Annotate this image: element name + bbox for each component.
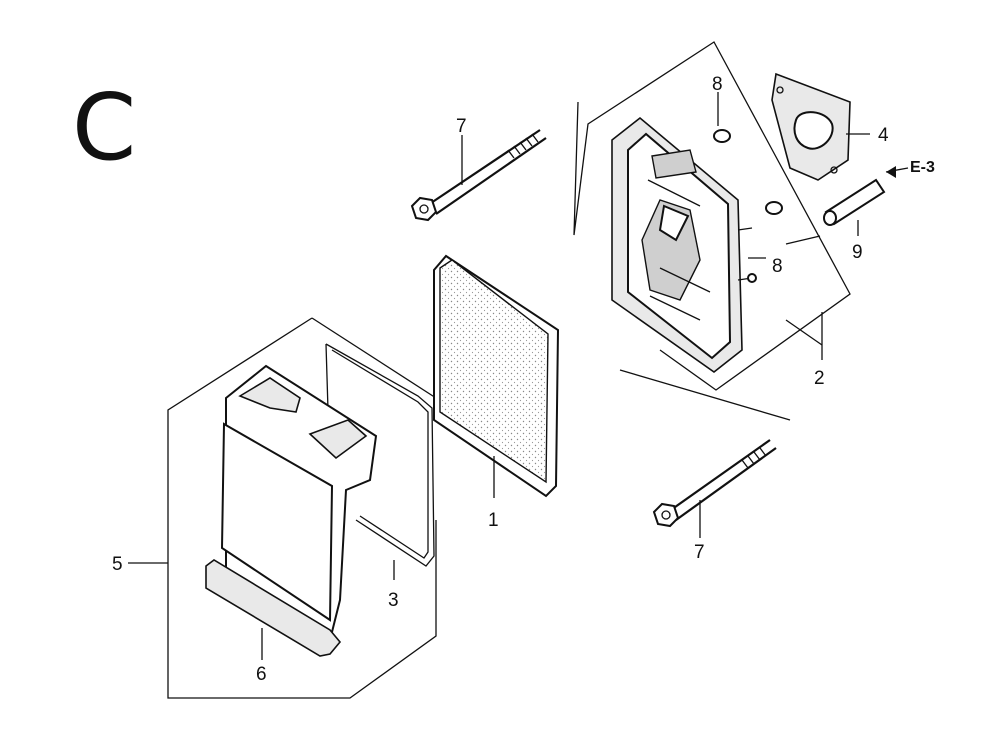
callout-7-lower: 7 [694,542,705,563]
callout-5: 5 [112,554,123,575]
callout-4: 4 [878,125,889,146]
cover-part-6 [205,364,378,660]
callout-1: 1 [488,510,499,531]
tube-part-9 [785,166,909,245]
bracket-assembly-2 [573,41,851,391]
callout-7-upper: 7 [456,116,467,137]
callout-8-upper: 8 [712,74,723,95]
callout-2: 2 [814,368,825,389]
section-letter: C [72,74,137,181]
bracket-assembly-5 [167,317,791,699]
filter-element-part-1 [433,254,560,498]
gasket-part-4 [771,72,870,181]
callout-3: 3 [388,590,399,611]
bolt-upper-part-7 [410,129,547,222]
collar-part-8-upper [713,92,731,143]
callout-9: 9 [852,242,863,263]
callout-8-lower: 8 [772,256,783,277]
bolt-lower-part-7 [652,439,777,538]
collar-part-8-lower [748,201,783,259]
callout-6: 6 [256,664,267,685]
seal-part-3 [325,343,435,580]
reference-e3: E-3 [910,159,935,176]
air-cleaner-case-part-2 [611,116,823,373]
